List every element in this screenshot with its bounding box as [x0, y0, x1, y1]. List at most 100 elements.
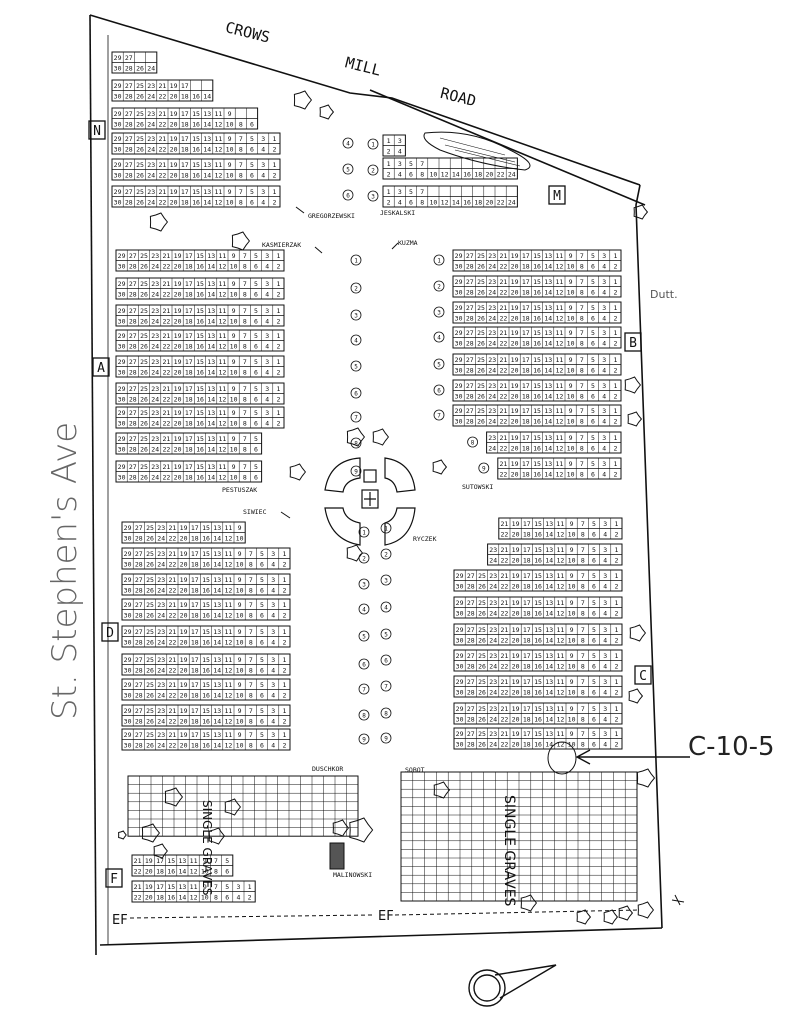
plot-number: 21: [500, 705, 508, 713]
plot-number: 22: [500, 610, 508, 618]
plot-number: 30: [456, 741, 464, 749]
plot-number: 17: [522, 329, 530, 337]
plot-number: 12: [190, 868, 198, 876]
plot-number: 24: [157, 639, 165, 647]
plot-number: 22: [500, 689, 508, 697]
plot-number: 14: [207, 291, 215, 299]
plot-number: 4: [271, 718, 275, 726]
plot-number: 7: [239, 161, 243, 169]
plot-number: 3: [603, 730, 607, 738]
plot-number: 17: [185, 307, 193, 315]
plot-number: 30: [118, 446, 126, 454]
plot-number: 9: [569, 407, 573, 415]
section-label-text: D: [106, 626, 114, 641]
plot-number: 28: [125, 146, 133, 154]
plot-number: 1: [614, 652, 618, 660]
plot-number: 8: [243, 474, 247, 482]
plot-number: 6: [409, 171, 413, 179]
plot-number: 24: [488, 393, 496, 401]
plot-number: 12: [556, 741, 564, 749]
plot-number: 21: [500, 730, 508, 738]
plot-number: 15: [167, 857, 175, 865]
boundary-right-edge: [635, 184, 663, 929]
plot-number: 14: [213, 667, 221, 675]
plot-number: 11: [218, 385, 226, 393]
plot-number: 7: [249, 681, 253, 689]
plot-number: 20: [174, 420, 182, 428]
plot-number: 29: [118, 332, 126, 340]
row-circle-outline: [433, 384, 445, 396]
plot-number: 13: [545, 626, 553, 634]
plot-number: 27: [129, 252, 137, 260]
row-circle-number: 8: [471, 439, 475, 446]
plot-number: 24: [151, 396, 159, 404]
plot-number: 12: [556, 531, 564, 539]
plot-number: 4: [398, 148, 402, 156]
row-number-circle: 1: [367, 138, 379, 150]
plot-number: 12: [218, 291, 226, 299]
plot-number: 27: [466, 278, 474, 286]
plot-number: 21: [162, 280, 170, 288]
section-label-box: [92, 357, 110, 377]
plot-number: 21: [134, 883, 142, 891]
plot-number: 2: [613, 340, 617, 348]
plot-number: 11: [556, 730, 564, 738]
plot-number: 26: [146, 639, 154, 647]
plot-number: 18: [191, 535, 199, 543]
plot-number: 19: [170, 161, 178, 169]
plot-number: 10: [230, 343, 238, 351]
plot-number: 18: [522, 471, 530, 479]
plot-number: 7: [580, 329, 584, 337]
plot-number: 12: [556, 716, 564, 724]
monument-marker: [363, 469, 377, 483]
plot-number: 7: [581, 546, 585, 554]
plot-number: 25: [477, 382, 485, 390]
plot-number: 26: [140, 474, 148, 482]
plot-number: 8: [581, 637, 585, 645]
plot-number: 15: [202, 731, 210, 739]
plot-number: 6: [260, 587, 264, 595]
single-graves-label-left: SINGLE GRAVES: [200, 800, 214, 896]
plot-number: 9: [569, 356, 573, 364]
plot-number: 16: [196, 369, 204, 377]
plot-number: 24: [147, 199, 155, 207]
plot-number: 7: [243, 280, 247, 288]
plot-number: 6: [591, 315, 595, 323]
plot-number: 22: [162, 420, 170, 428]
plot-number: 26: [136, 146, 144, 154]
row-number-circle: 5: [380, 628, 392, 640]
plot-number: 8: [580, 367, 584, 375]
plot-number: 3: [271, 601, 275, 609]
plot-number: 6: [591, 471, 595, 479]
plot-number: 10: [236, 692, 244, 700]
section-label-text: F: [110, 872, 118, 887]
plot-number: 22: [162, 396, 170, 404]
plot-number: 3: [265, 332, 269, 340]
plot-number: 14: [545, 741, 553, 749]
row-circle-number: 6: [362, 661, 366, 668]
plot-number: 12: [224, 718, 232, 726]
plot-number: 25: [146, 576, 154, 584]
plot-number: 26: [477, 340, 485, 348]
plot-number: 11: [555, 329, 563, 337]
plot-number: 6: [260, 561, 264, 569]
plot-number: 9: [232, 358, 236, 366]
plot-number: 29: [456, 705, 464, 713]
plot-number: 28: [125, 121, 133, 129]
monument-quadrant-ne: [384, 457, 416, 493]
section-label-text: N: [93, 124, 101, 139]
section-label-box: [88, 120, 106, 140]
plot-number: 30: [124, 742, 132, 750]
plot-number: 18: [185, 420, 193, 428]
plot-number: 9: [238, 628, 242, 636]
plot-number: 7: [214, 857, 218, 865]
row-circle-outline: [358, 526, 370, 538]
plot-number: 4: [261, 172, 265, 180]
plot-number: 10: [230, 263, 238, 271]
